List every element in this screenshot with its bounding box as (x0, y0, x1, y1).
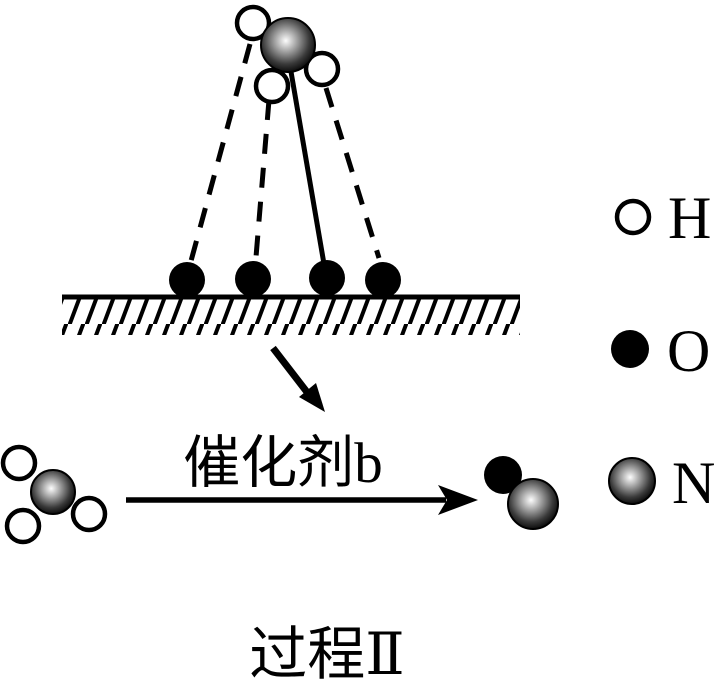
filled-circle-icon (611, 330, 649, 368)
h-atom-icon (253, 67, 291, 105)
h-atom-icon (70, 495, 108, 533)
down-right-arrow-icon (270, 345, 325, 412)
n-atom-icon (507, 478, 559, 530)
legend-label-hydrogen: H (668, 185, 711, 251)
o-atom-icon (365, 262, 401, 298)
surface-hatching (62, 299, 520, 335)
legend-item-hydrogen: H (614, 185, 711, 251)
legend: H O N (608, 185, 714, 516)
legend-label-oxygen: O (667, 318, 710, 384)
down-arrow-head (299, 383, 325, 412)
down-arrow-shaft (270, 345, 313, 399)
reaction-arrow-head (438, 485, 478, 515)
legend-item-oxygen: O (611, 318, 710, 384)
open-circle-icon (614, 198, 652, 236)
ammonia-molecule (0, 444, 108, 545)
nitric-oxide-molecule (484, 456, 559, 530)
h-atom-icon (0, 444, 38, 482)
adsorbed-ammonia-molecule (234, 4, 341, 105)
gray-sphere-icon (608, 457, 656, 505)
process-label: 过程Ⅱ (249, 622, 404, 682)
dashed-bond-line-1 (188, 43, 253, 262)
n-atom-icon (260, 17, 316, 73)
reaction-arrow: 催化剂b (126, 432, 478, 515)
h-atom-icon (303, 50, 341, 88)
o-atom-icon (484, 456, 522, 494)
solid-bond-line (286, 59, 327, 265)
n-atom-icon (30, 469, 76, 515)
legend-item-nitrogen: N (608, 450, 714, 516)
h-atom-icon (234, 4, 272, 42)
catalyst-surface (62, 260, 520, 335)
dashed-bond-line-2 (253, 99, 272, 258)
dashed-bond-line-3 (323, 87, 382, 259)
o-atom-icon (309, 260, 345, 296)
legend-label-nitrogen: N (672, 450, 714, 516)
catalyst-label: 催化剂b (183, 432, 383, 495)
o-atom-icon (235, 261, 271, 297)
adsorption-bonds (188, 43, 382, 265)
h-atom-icon (4, 507, 42, 545)
o-atom-icon (169, 262, 205, 298)
